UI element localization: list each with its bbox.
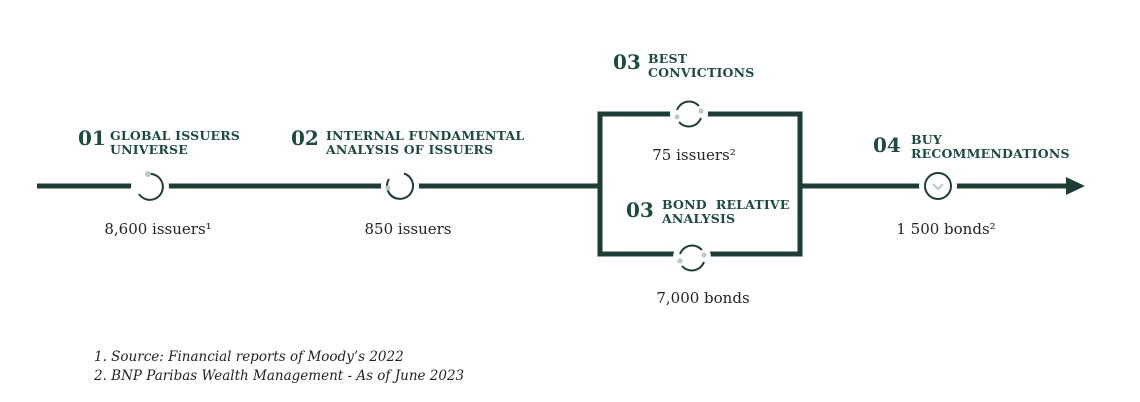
step-label-line: CONVICTIONS — [648, 65, 755, 80]
step-value: 850 issuers — [364, 220, 452, 238]
bracket-box — [597, 111, 803, 257]
chevron-down-icon — [919, 167, 957, 205]
step-label: GLOBAL ISSUERS UNIVERSE — [110, 129, 240, 157]
step-label: BUY RECOMMENDATIONS — [911, 133, 1070, 161]
step-label-line: GLOBAL ISSUERS — [110, 128, 241, 143]
step-value: 75 issuers² — [652, 146, 736, 164]
step-number: 03 — [626, 198, 654, 222]
step-label-line: RECOMMENDATIONS — [911, 146, 1070, 161]
step-label-line: BUY — [911, 132, 942, 147]
cycle-icon — [673, 239, 711, 277]
cycle-icon — [670, 95, 708, 133]
step-label: INTERNAL FUNDAMENTAL ANALYSIS OF ISSUERS — [326, 129, 524, 157]
step-label: BEST CONVICTIONS — [648, 52, 754, 80]
step-value: 7,000 bonds — [656, 289, 750, 307]
step-number: 02 — [291, 126, 319, 150]
cycle-icon — [131, 168, 169, 206]
footnote: 2. BNP Paribas Wealth Management - As of… — [94, 368, 465, 384]
step-label-line: BEST — [648, 51, 688, 66]
step-number: 03 — [613, 50, 641, 74]
arrow-head — [1066, 177, 1085, 195]
step-label-line: INTERNAL FUNDAMENTAL — [326, 128, 525, 143]
step-number: 04 — [873, 133, 901, 157]
step-value: 8,600 issuers¹ — [104, 220, 212, 238]
footnote: 1. Source: Financial reports of Moody’s … — [94, 349, 404, 365]
step-label-line: ANALYSIS — [662, 211, 736, 226]
step-value: 1 500 bonds² — [896, 220, 996, 238]
cycle-icon — [381, 167, 419, 205]
step-label-line: UNIVERSE — [110, 142, 188, 157]
step-label: BOND RELATIVE ANALYSIS — [662, 198, 790, 226]
step-number: 01 — [78, 126, 106, 150]
step-label-line: BOND RELATIVE — [662, 197, 790, 212]
step-label-line: ANALYSIS OF ISSUERS — [326, 142, 494, 157]
